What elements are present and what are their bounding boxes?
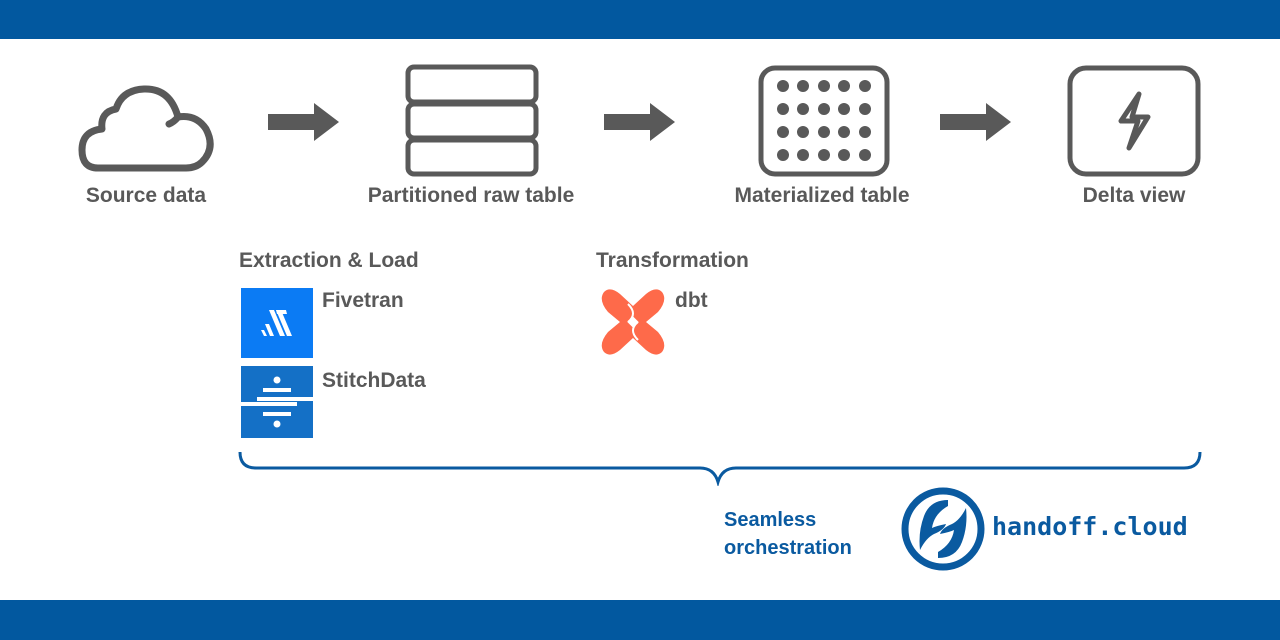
orchestration-caption-line2: orchestration <box>724 537 852 559</box>
handoff-logo-icon <box>901 487 985 571</box>
section-title-transformation: Transformation <box>596 249 749 272</box>
dot-grid-table-icon <box>758 65 890 177</box>
lightning-icon <box>1067 65 1201 177</box>
stacked-table-icon <box>405 64 539 177</box>
orchestration-caption-line1: Seamless <box>724 509 817 531</box>
handoff-brand: handoff.cloud <box>992 512 1188 541</box>
curly-brace <box>238 451 1202 486</box>
stage-label-materialized: Materialized table <box>734 184 910 207</box>
footer-bar <box>0 600 1280 640</box>
cloud-icon <box>78 85 214 172</box>
stage-label-delta: Delta view <box>1082 184 1186 207</box>
stage-label-raw: Partitioned raw table <box>367 184 575 207</box>
fivetran-logo-icon <box>241 288 313 358</box>
stitchdata-logo-icon <box>241 366 313 438</box>
tool-label-dbt: dbt <box>675 289 708 312</box>
arrow-icon <box>940 103 1011 141</box>
section-title-extraction: Extraction & Load <box>239 249 419 272</box>
dbt-logo-icon <box>601 289 665 355</box>
arrow-icon <box>268 103 339 141</box>
tool-label-fivetran: Fivetran <box>322 289 404 312</box>
orchestration-caption: Seamless orchestration <box>724 506 852 562</box>
header-bar <box>0 0 1280 39</box>
arrow-icon <box>604 103 675 141</box>
tool-label-stitchdata: StitchData <box>322 369 426 392</box>
stage-label-source: Source data <box>85 184 207 207</box>
